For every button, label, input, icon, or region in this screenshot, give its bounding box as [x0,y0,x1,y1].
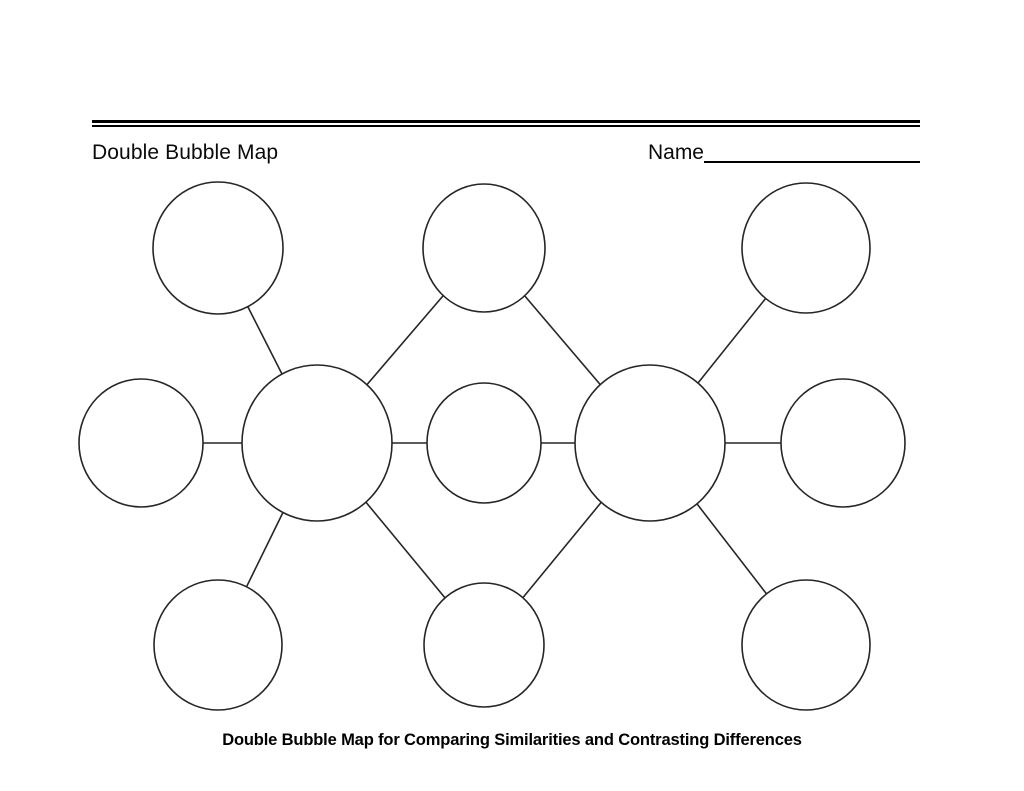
bubble-nodes [78,181,906,711]
name-input-line[interactable] [704,161,920,163]
bubble-outline[interactable] [574,364,726,522]
bubble-difference-right-bottom[interactable] [741,579,871,711]
header-rule-thin [92,125,920,127]
bubble-similarity-middle[interactable] [426,382,542,504]
page-caption: Double Bubble Map for Comparing Similari… [222,731,802,749]
bubble-difference-left-top[interactable] [152,181,284,315]
name-field-group: Name [648,140,920,166]
bubble-outline[interactable] [78,378,204,508]
header-row: Double Bubble Map Name [92,140,920,174]
bubble-outline[interactable] [422,183,546,313]
connector-line [245,512,284,588]
bubble-outline[interactable] [426,382,542,504]
bubble-difference-right-top[interactable] [741,182,871,314]
bubble-outline[interactable] [780,378,906,508]
name-label: Name [647,141,704,164]
bubble-outline[interactable] [741,579,871,711]
header-double-rule [92,120,920,128]
bubble-outline[interactable] [741,182,871,314]
connector-lines [203,295,781,599]
connector-line [697,297,767,384]
bubble-similarity-top[interactable] [422,183,546,313]
connector-line [696,503,768,595]
page-title: Double Bubble Map [92,141,279,164]
double-bubble-diagram [0,150,1024,720]
connector-line [247,306,283,375]
bubble-outline[interactable] [241,364,393,522]
bubble-topic-right[interactable] [574,364,726,522]
header-rule-gap [92,123,920,125]
bubble-outline[interactable] [423,582,545,708]
header-rule-thick [92,120,920,123]
bubble-difference-left-middle[interactable] [78,378,204,508]
bubble-difference-left-bottom[interactable] [153,579,283,711]
connector-line [524,295,601,386]
bubble-difference-right-middle[interactable] [780,378,906,508]
bubble-outline[interactable] [152,181,284,315]
connector-line [366,295,444,386]
connector-line [522,501,602,599]
connector-line [365,501,446,599]
bubble-topic-left[interactable] [241,364,393,522]
bubble-outline[interactable] [153,579,283,711]
bubble-similarity-bottom[interactable] [423,582,545,708]
